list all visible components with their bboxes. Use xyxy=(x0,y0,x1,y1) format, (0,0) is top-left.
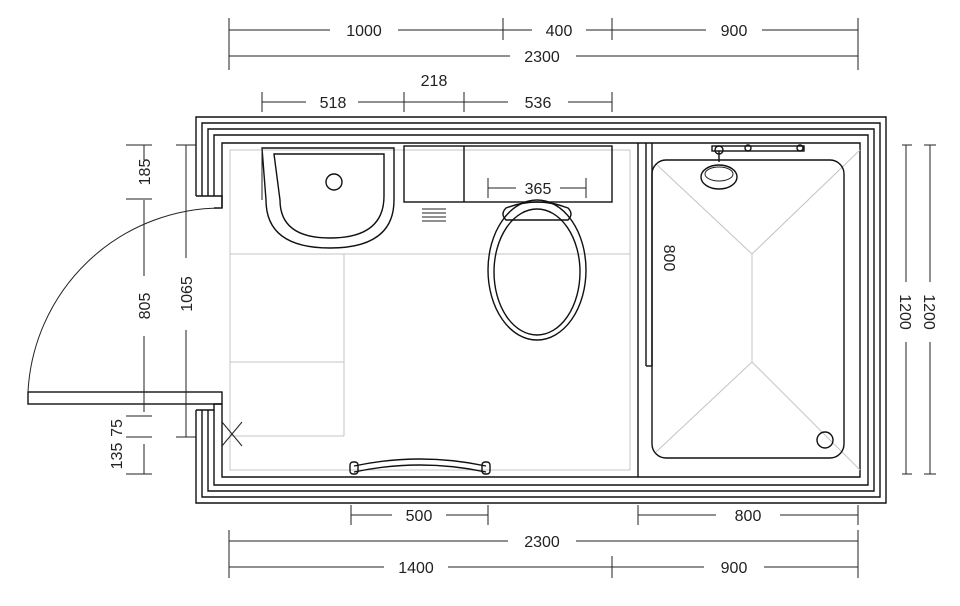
dim-right-1200-b: 1200 xyxy=(920,294,937,330)
shower-tray xyxy=(651,159,845,459)
shower-head-icon xyxy=(700,144,805,190)
dim-left-805: 805 xyxy=(137,293,154,320)
dim-left-outer xyxy=(126,144,152,475)
toilet xyxy=(487,199,587,341)
dim-top-900: 900 xyxy=(721,23,748,40)
dim-basin-518: 518 xyxy=(320,95,347,112)
shower-drain-icon xyxy=(816,431,834,449)
dim-left-185: 185 xyxy=(137,159,154,186)
dim-bottom-900: 900 xyxy=(721,560,748,577)
dim-top-fixtures xyxy=(261,92,613,112)
toilet-seat-back xyxy=(502,201,572,221)
dim-rail-500: 500 xyxy=(406,508,433,525)
cistern-cabinet xyxy=(403,145,613,222)
dim-top-400: 400 xyxy=(546,23,573,40)
shower xyxy=(637,143,845,477)
dim-shower-800: 800 xyxy=(660,245,677,272)
dim-shower-800-bottom: 800 xyxy=(735,508,762,525)
dim-bottom-fixtures xyxy=(350,505,859,525)
dim-left-135: 135 xyxy=(109,443,126,470)
dim-bottom-2300: 2300 xyxy=(524,534,560,551)
dim-left-1065: 1065 xyxy=(179,276,196,312)
dim-top-1000: 1000 xyxy=(346,23,382,40)
dim-toilet xyxy=(487,178,587,198)
vent-grille-icon xyxy=(422,208,446,222)
dim-left-75: 75 xyxy=(109,419,126,437)
dim-bottom-1400: 1400 xyxy=(398,560,434,577)
towel-rail xyxy=(349,458,491,475)
dim-right xyxy=(902,144,936,475)
basin-tap-icon xyxy=(325,173,343,191)
door xyxy=(27,207,223,405)
dim-top-2300: 2300 xyxy=(524,49,560,66)
dim-toilet-365: 365 xyxy=(525,181,552,198)
toilet-bowl-outer xyxy=(487,199,587,341)
washbasin xyxy=(261,147,395,249)
toilet-bowl-inner xyxy=(493,208,581,336)
dim-top-row1 xyxy=(228,18,859,70)
dim-bottom-row2 xyxy=(229,556,858,578)
dim-cabinet-218: 218 xyxy=(421,73,448,90)
door-swing-arc xyxy=(27,207,223,393)
door-leaf xyxy=(27,391,223,405)
floor-cross-mark xyxy=(221,421,243,447)
dim-cistern-536: 536 xyxy=(525,95,552,112)
dim-left-inner xyxy=(176,144,196,438)
walls xyxy=(195,116,887,504)
dim-right-1200-a: 1200 xyxy=(896,294,913,330)
dim-bottom-row1 xyxy=(228,530,859,578)
floor-guides xyxy=(229,149,861,471)
